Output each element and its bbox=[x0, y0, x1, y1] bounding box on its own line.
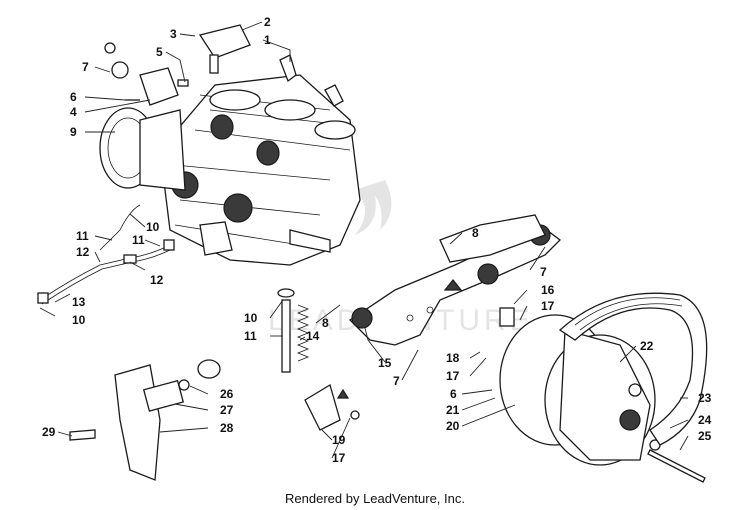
engine-mount-bracket bbox=[104, 42, 189, 106]
callout-11: 11 bbox=[244, 329, 257, 343]
callout-3: 3 bbox=[170, 27, 177, 41]
callout-12: 12 bbox=[150, 273, 164, 287]
callout-2: 2 bbox=[264, 15, 271, 29]
drive-belt bbox=[558, 292, 708, 446]
callout-10: 10 bbox=[244, 311, 258, 325]
rendered-by-caption: Rendered by LeadVenture, Inc. bbox=[285, 491, 465, 506]
drive-clutch bbox=[499, 314, 661, 466]
callout-11: 11 bbox=[76, 229, 89, 243]
callout-6: 6 bbox=[70, 90, 77, 104]
callout-9: 9 bbox=[70, 125, 77, 139]
callout-25: 25 bbox=[698, 429, 712, 443]
callout-8: 8 bbox=[472, 226, 479, 240]
callout-18: 18 bbox=[446, 351, 460, 365]
fuel-line-assembly bbox=[37, 204, 175, 305]
mounting-plate bbox=[348, 224, 561, 346]
flywheel-cover bbox=[99, 107, 186, 191]
callout-6: 6 bbox=[450, 387, 457, 401]
callout-20: 20 bbox=[446, 419, 460, 433]
callout-26: 26 bbox=[220, 387, 234, 401]
recoil-handle bbox=[198, 24, 251, 74]
leader-lines bbox=[39, 21, 689, 459]
callout-1: 1 bbox=[264, 33, 271, 47]
callout-7: 7 bbox=[82, 60, 89, 74]
callout-29: 29 bbox=[42, 425, 56, 439]
callout-7: 7 bbox=[393, 374, 400, 388]
callout-10: 10 bbox=[146, 220, 160, 234]
callout-10: 10 bbox=[72, 313, 86, 327]
callout-27: 27 bbox=[220, 403, 234, 417]
callout-19: 19 bbox=[332, 433, 346, 447]
callout-5: 5 bbox=[156, 45, 163, 59]
callout-17: 17 bbox=[446, 369, 460, 383]
callout-22: 22 bbox=[640, 339, 654, 353]
callout-14: 14 bbox=[306, 329, 320, 343]
callout-7: 7 bbox=[540, 265, 547, 279]
callout-4: 4 bbox=[70, 105, 77, 119]
upper-mount-arm bbox=[439, 214, 546, 263]
callout-23: 23 bbox=[698, 391, 712, 405]
callout-28: 28 bbox=[220, 421, 234, 435]
callout-16: 16 bbox=[541, 283, 555, 297]
callout-15: 15 bbox=[378, 356, 392, 370]
callout-8: 8 bbox=[322, 316, 329, 330]
callout-13: 13 bbox=[72, 295, 86, 309]
callout-11: 11 bbox=[132, 233, 145, 247]
callout-labels: 2 1 3 5 7 6 4 9 10 11 11 12 12 13 10 8 7… bbox=[42, 15, 712, 465]
small-bracket bbox=[304, 384, 360, 431]
callout-12: 12 bbox=[76, 245, 90, 259]
callout-21: 21 bbox=[446, 403, 460, 417]
engine-block bbox=[159, 54, 361, 266]
callout-24: 24 bbox=[698, 413, 712, 427]
callout-17: 17 bbox=[332, 451, 346, 465]
clutch-bolt bbox=[647, 449, 706, 483]
callout-17: 17 bbox=[541, 299, 555, 313]
lower-bracket bbox=[69, 359, 221, 481]
